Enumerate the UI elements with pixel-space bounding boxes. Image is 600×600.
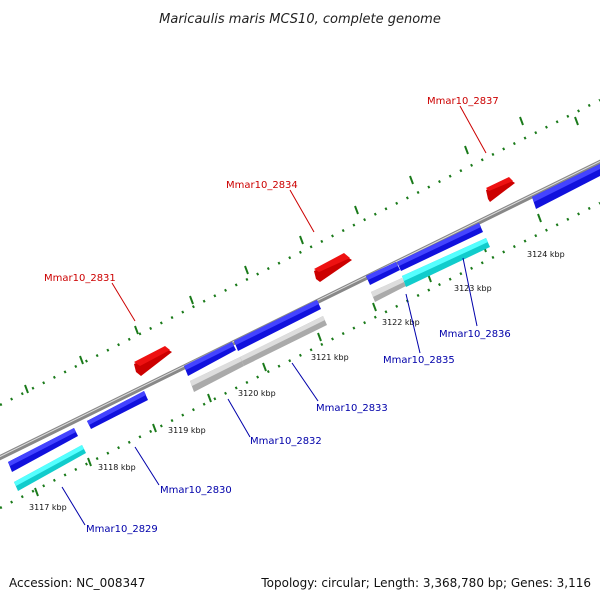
gene-label-mmar10-2835[interactable]: Mmar10_2835 [383,355,455,366]
kbp-label-3119: 3119 kbp [168,426,206,435]
gene-label-mmar10-2831[interactable]: Mmar10_2831 [44,273,116,284]
gene-label-mmar10-2832[interactable]: Mmar10_2832 [250,436,322,447]
gene-arrow-mmar10-2833-blue[interactable] [234,300,321,351]
kbp-label-3120: 3120 kbp [238,389,276,398]
gene-label-mmar10-2836[interactable]: Mmar10_2836 [439,329,511,340]
gene-label-mmar10-2830[interactable]: Mmar10_2830 [160,485,232,496]
gene-arrow-mmar10-2837[interactable] [486,177,515,202]
gene-arrow-mmar10-2836[interactable] [402,238,490,287]
gene-arrow-mmar10-2834[interactable] [314,253,352,282]
kbp-label-3121: 3121 kbp [311,353,349,362]
gene-arrow-mmar10-2829-blue[interactable] [8,428,78,472]
gene-label-mmar10-2829[interactable]: Mmar10_2829 [86,524,158,535]
genome-stats-text: Topology: circular; Length: 3,368,780 bp… [260,576,591,590]
gene-arrow-mmar10-2835-blue[interactable] [366,262,400,285]
kbp-label-3118: 3118 kbp [98,463,136,472]
gene-label-mmar10-2834[interactable]: Mmar10_2834 [226,180,298,191]
gene-label-mmar10-2837[interactable]: Mmar10_2837 [427,96,499,107]
gene-arrow-mmar10-2835[interactable] [371,278,406,302]
gene-label-mmar10-2833[interactable]: Mmar10_2833 [316,403,388,414]
gene-arrow-mmar10-2832[interactable] [190,357,244,392]
lower-tick-track [0,201,600,510]
kbp-label-3124: 3124 kbp [527,250,565,259]
gene-arrow-far-right-blue[interactable] [532,164,600,209]
callouts-blue [61,257,478,526]
major-ticks [24,116,579,497]
map-title: Maricaulis maris MCS10, complete genome [159,12,441,27]
gene-arrow-mmar10-2836-blue[interactable] [397,223,483,271]
gene-arrow-mmar10-2832-blue[interactable] [184,342,236,376]
upper-tick-track [0,98,600,407]
accession-text: Accession: NC_008347 [9,576,145,590]
kbp-label-3122: 3122 kbp [382,318,420,327]
gene-arrow-mmar10-2830[interactable] [87,391,148,429]
gene-arrow-mmar10-2831[interactable] [134,346,172,376]
kbp-label-3117: 3117 kbp [29,503,67,512]
gene-arrow-mmar10-2833[interactable] [240,316,327,366]
gene-arrow-mmar10-2829[interactable] [14,445,86,491]
kbp-label-3123: 3123 kbp [454,284,492,293]
callouts-red [111,105,487,322]
